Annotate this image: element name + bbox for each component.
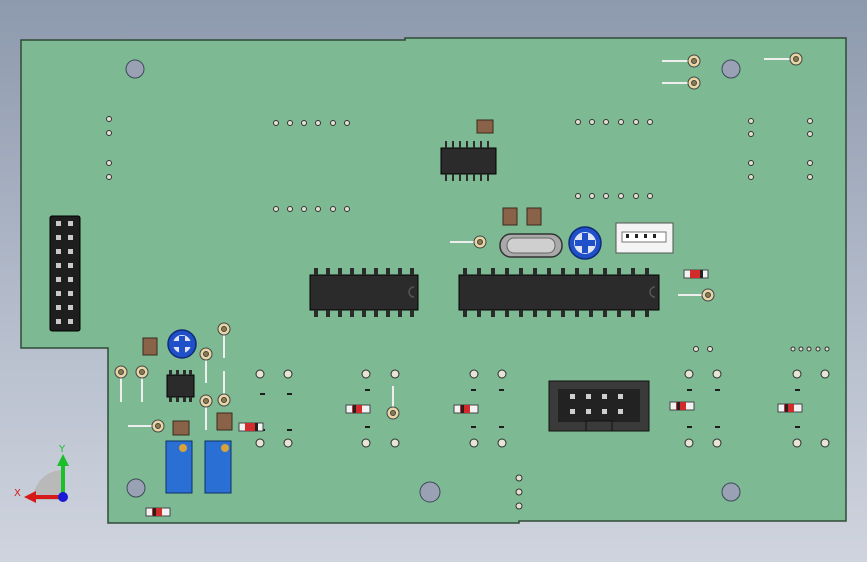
through-hole-pads	[255, 369, 830, 448]
diodes	[145, 269, 803, 517]
mounting-hole	[721, 59, 741, 79]
z-axis-dot	[58, 492, 68, 502]
trimmer-potentiometer	[204, 440, 232, 494]
electrolytic-capacitor	[167, 329, 197, 359]
idc-box-header	[548, 380, 650, 432]
jst-connector	[615, 222, 674, 254]
electrolytic-capacitor	[568, 226, 602, 260]
soic8-ic	[166, 370, 195, 402]
y-axis-label: Y	[58, 444, 66, 455]
soic-ic-top	[440, 141, 497, 181]
x-axis-label: X	[14, 488, 21, 499]
pcb-board	[20, 37, 847, 524]
via-pads	[106, 116, 830, 510]
mounting-hole	[721, 482, 741, 502]
pin-header-2x8	[49, 215, 81, 332]
mounting-hole	[419, 481, 441, 503]
coordinate-triad: X Y	[14, 444, 69, 503]
mounting-hole	[125, 59, 145, 79]
dip-ic-large	[458, 268, 660, 317]
dip-ic-small	[309, 268, 419, 317]
mounting-hole	[126, 478, 146, 498]
mounting-holes	[125, 59, 741, 503]
crystal-oscillator	[499, 233, 563, 258]
smd-pad-marks	[260, 389, 800, 431]
trimmer-potentiometer	[165, 440, 193, 494]
test-points	[114, 52, 803, 433]
smd-capacitors	[142, 119, 542, 436]
